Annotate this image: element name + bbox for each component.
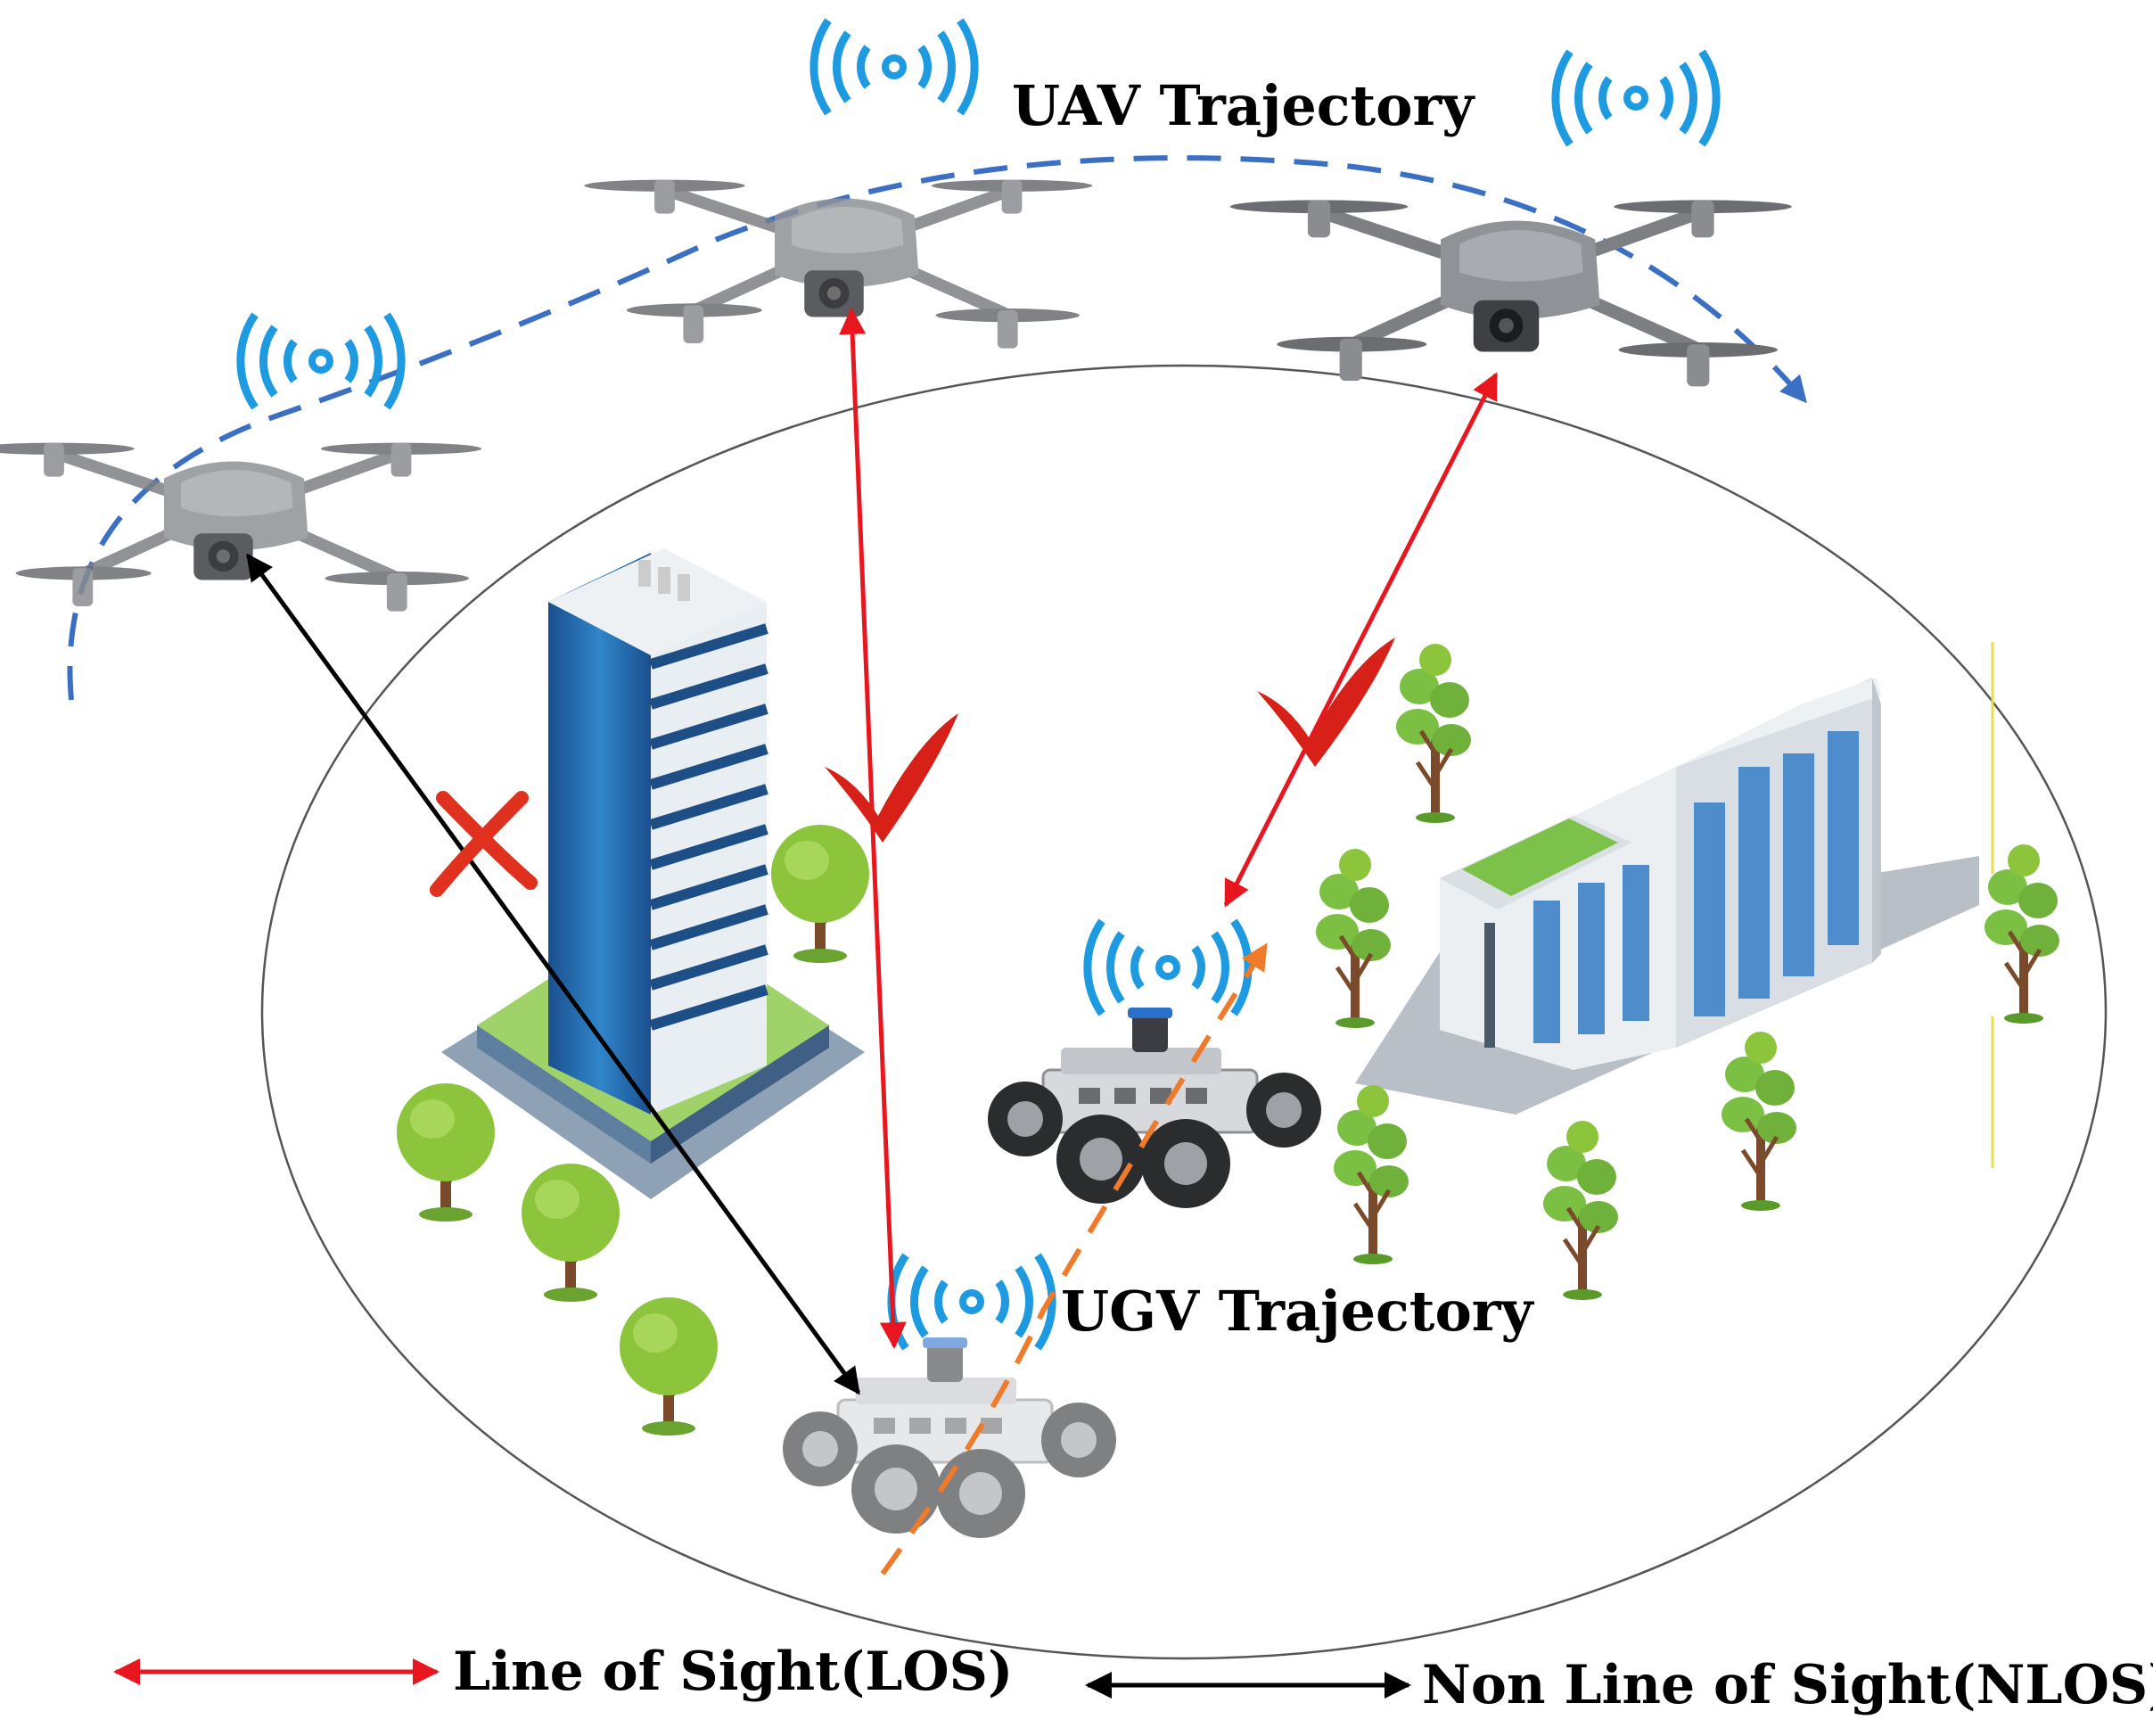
tree-icon <box>1316 849 1391 1028</box>
legend-los-label: Line of Sight(LOS) <box>453 1641 1014 1703</box>
ugv-robot-icon <box>986 1006 1323 1210</box>
wireless-signal-icon <box>1088 921 1248 1014</box>
wireless-signal-icon <box>1556 52 1716 144</box>
tree-icon <box>1334 1085 1409 1264</box>
los-link-arrow <box>839 308 907 1349</box>
cross-mark-icon <box>430 791 538 897</box>
uav-drone-icon <box>0 443 481 612</box>
check-mark-icon <box>1257 638 1395 767</box>
office-windows <box>1533 731 1859 1043</box>
tree-icon <box>1985 844 2059 1024</box>
ugv-robot-icon <box>781 1336 1118 1540</box>
tree-icon <box>620 1297 718 1436</box>
tree-icon <box>522 1164 620 1302</box>
check-mark-icon <box>825 713 958 843</box>
legend-nlos-label: Non Line of Sight(NLOS) <box>1422 1654 2153 1716</box>
uav-trajectory-label: UAV Trajectory <box>1012 73 1475 138</box>
uav-trajectory-path <box>67 155 1808 701</box>
tree-icon <box>771 825 869 963</box>
tree-icon <box>1396 644 1471 823</box>
wireless-signal-icon <box>814 21 974 113</box>
tree-icon <box>397 1083 495 1222</box>
tree-icon <box>1722 1032 1796 1211</box>
los-link-arrow <box>1223 372 1499 908</box>
ugv-trajectory-label: UGV Trajectory <box>1061 1279 1533 1344</box>
uav-drone-icon <box>1230 200 1792 386</box>
uav-drone-icon <box>584 180 1092 349</box>
ugv-trajectory-path <box>880 942 1269 1576</box>
tree-icon <box>1543 1121 1618 1300</box>
wireless-signal-icon <box>241 315 401 407</box>
wireless-signal-icon <box>892 1255 1052 1348</box>
nlos-link-arrow <box>245 553 861 1395</box>
